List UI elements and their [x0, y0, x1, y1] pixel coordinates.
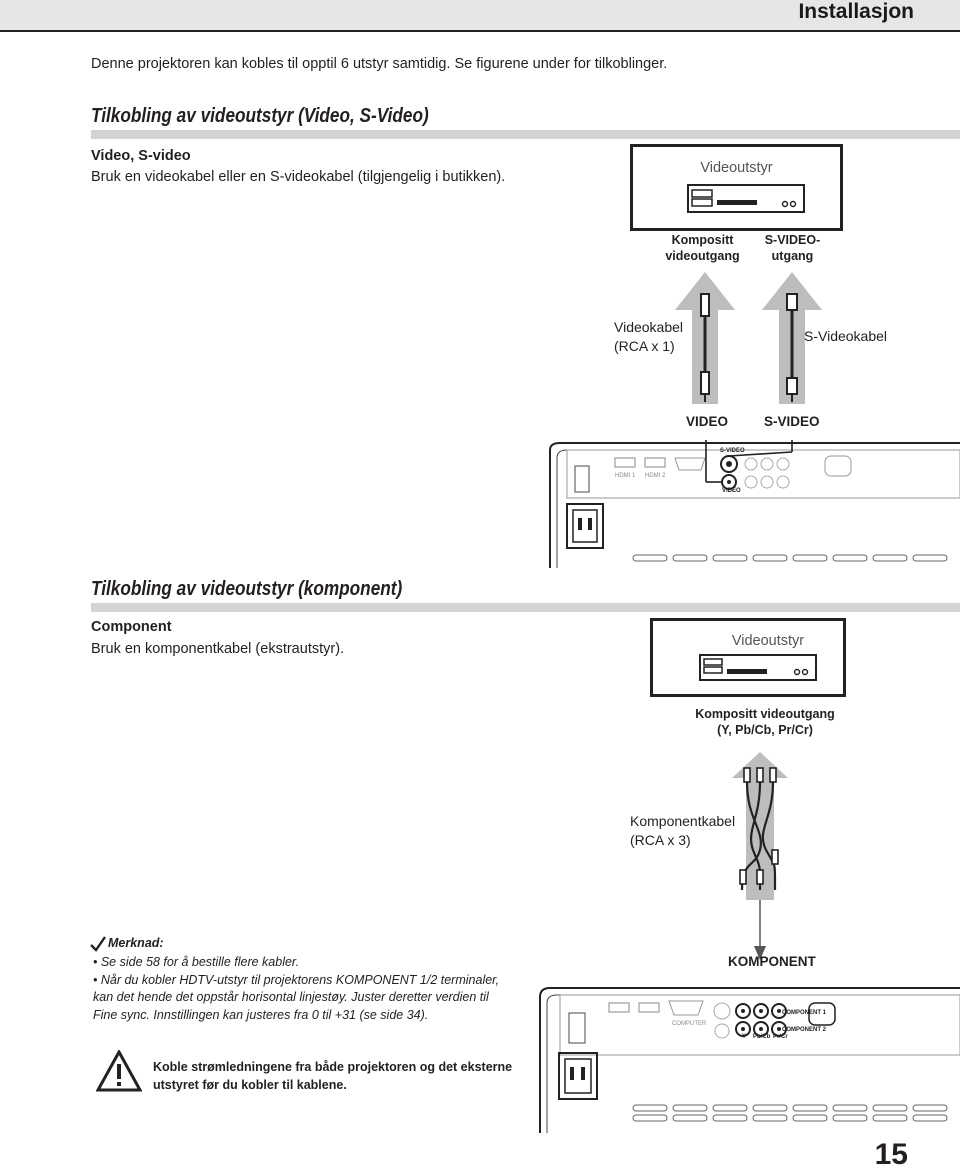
component-cable-label: Komponentkabel(RCA x 3)	[630, 813, 736, 848]
svideo-out-label: S-VIDEO-utgang	[764, 233, 821, 264]
section-title-component: Tilkobling av videoutstyr (komponent)	[91, 578, 403, 600]
warning-icon	[96, 1050, 142, 1092]
panel-hdmi2-label: HDMI 2	[645, 473, 666, 479]
panel-pbcb-label: Pb/Cb	[753, 1034, 771, 1040]
section-subtitle-video: Video, S-video	[91, 148, 191, 164]
device-label: Videoutstyr	[700, 160, 773, 176]
projector-panel-top	[549, 440, 960, 568]
video-port-label: VIDEO	[686, 414, 729, 429]
panel-component2-label: COMPONENT 2	[782, 1027, 827, 1033]
panel-svideo-label: S-VIDEO	[720, 448, 745, 454]
video-device-box: Videoutstyr	[630, 144, 843, 231]
note-heading: Merknad:	[108, 936, 164, 950]
note-body: • Se side 58 for å bestille flere kabler…	[93, 954, 513, 1024]
warning-text: Koble strømledningene fra både projektor…	[153, 1060, 513, 1093]
section-body-component: Bruk en komponentkabel (ekstrautstyr).	[91, 641, 345, 657]
component-device-box: Videoutstyr	[650, 618, 846, 697]
section-rule	[91, 603, 960, 612]
panel-y-label: Y	[742, 1034, 747, 1040]
section-rule	[91, 130, 960, 139]
component-out-label: Kompositt videoutgang(Y, Pb/Cb, Pr/Cr)	[695, 707, 835, 738]
section-subtitle-component: Component	[91, 619, 172, 635]
header-bar	[0, 0, 960, 32]
video-cable-label: Videokabel(RCA x 1)	[614, 319, 684, 354]
device-label: Videoutstyr	[731, 633, 805, 649]
projector-panel-bottom	[539, 987, 960, 1133]
intro-text: Denne projektoren kan kobles til opptil …	[91, 56, 668, 72]
page-number: 15	[874, 1138, 908, 1171]
svideo-port-label: S-VIDEO	[764, 414, 820, 429]
component-port-label: KOMPONENT	[728, 954, 816, 969]
section-body-video: Bruk en videokabel eller en S-videokabel…	[91, 169, 506, 185]
cable-diagram-video	[675, 272, 822, 404]
panel-prcr-label: Pr/Cr	[773, 1034, 788, 1040]
vcr-icon	[687, 184, 805, 213]
panel-hdmi1-label: HDMI 1	[615, 473, 636, 479]
component-cable	[732, 752, 788, 960]
panel-video-label: VIDEO	[722, 488, 741, 494]
note-item: • Se side 58 for å bestille flere kabler…	[93, 955, 300, 969]
page-header-title: Installasjon	[798, 0, 914, 23]
vcr-icon	[699, 654, 817, 681]
note-item: • Når du kobler HDTV-utstyr til projekto…	[93, 972, 500, 1022]
panel-component1-label: COMPONENT 1	[782, 1010, 827, 1016]
checkmark-icon	[90, 936, 106, 952]
section-title-video: Tilkobling av videoutstyr (Video, S-Vide…	[91, 105, 429, 127]
svideo-cable-label: S-Videokabel	[804, 328, 888, 344]
panel-computer-label: COMPUTER	[672, 1021, 707, 1027]
